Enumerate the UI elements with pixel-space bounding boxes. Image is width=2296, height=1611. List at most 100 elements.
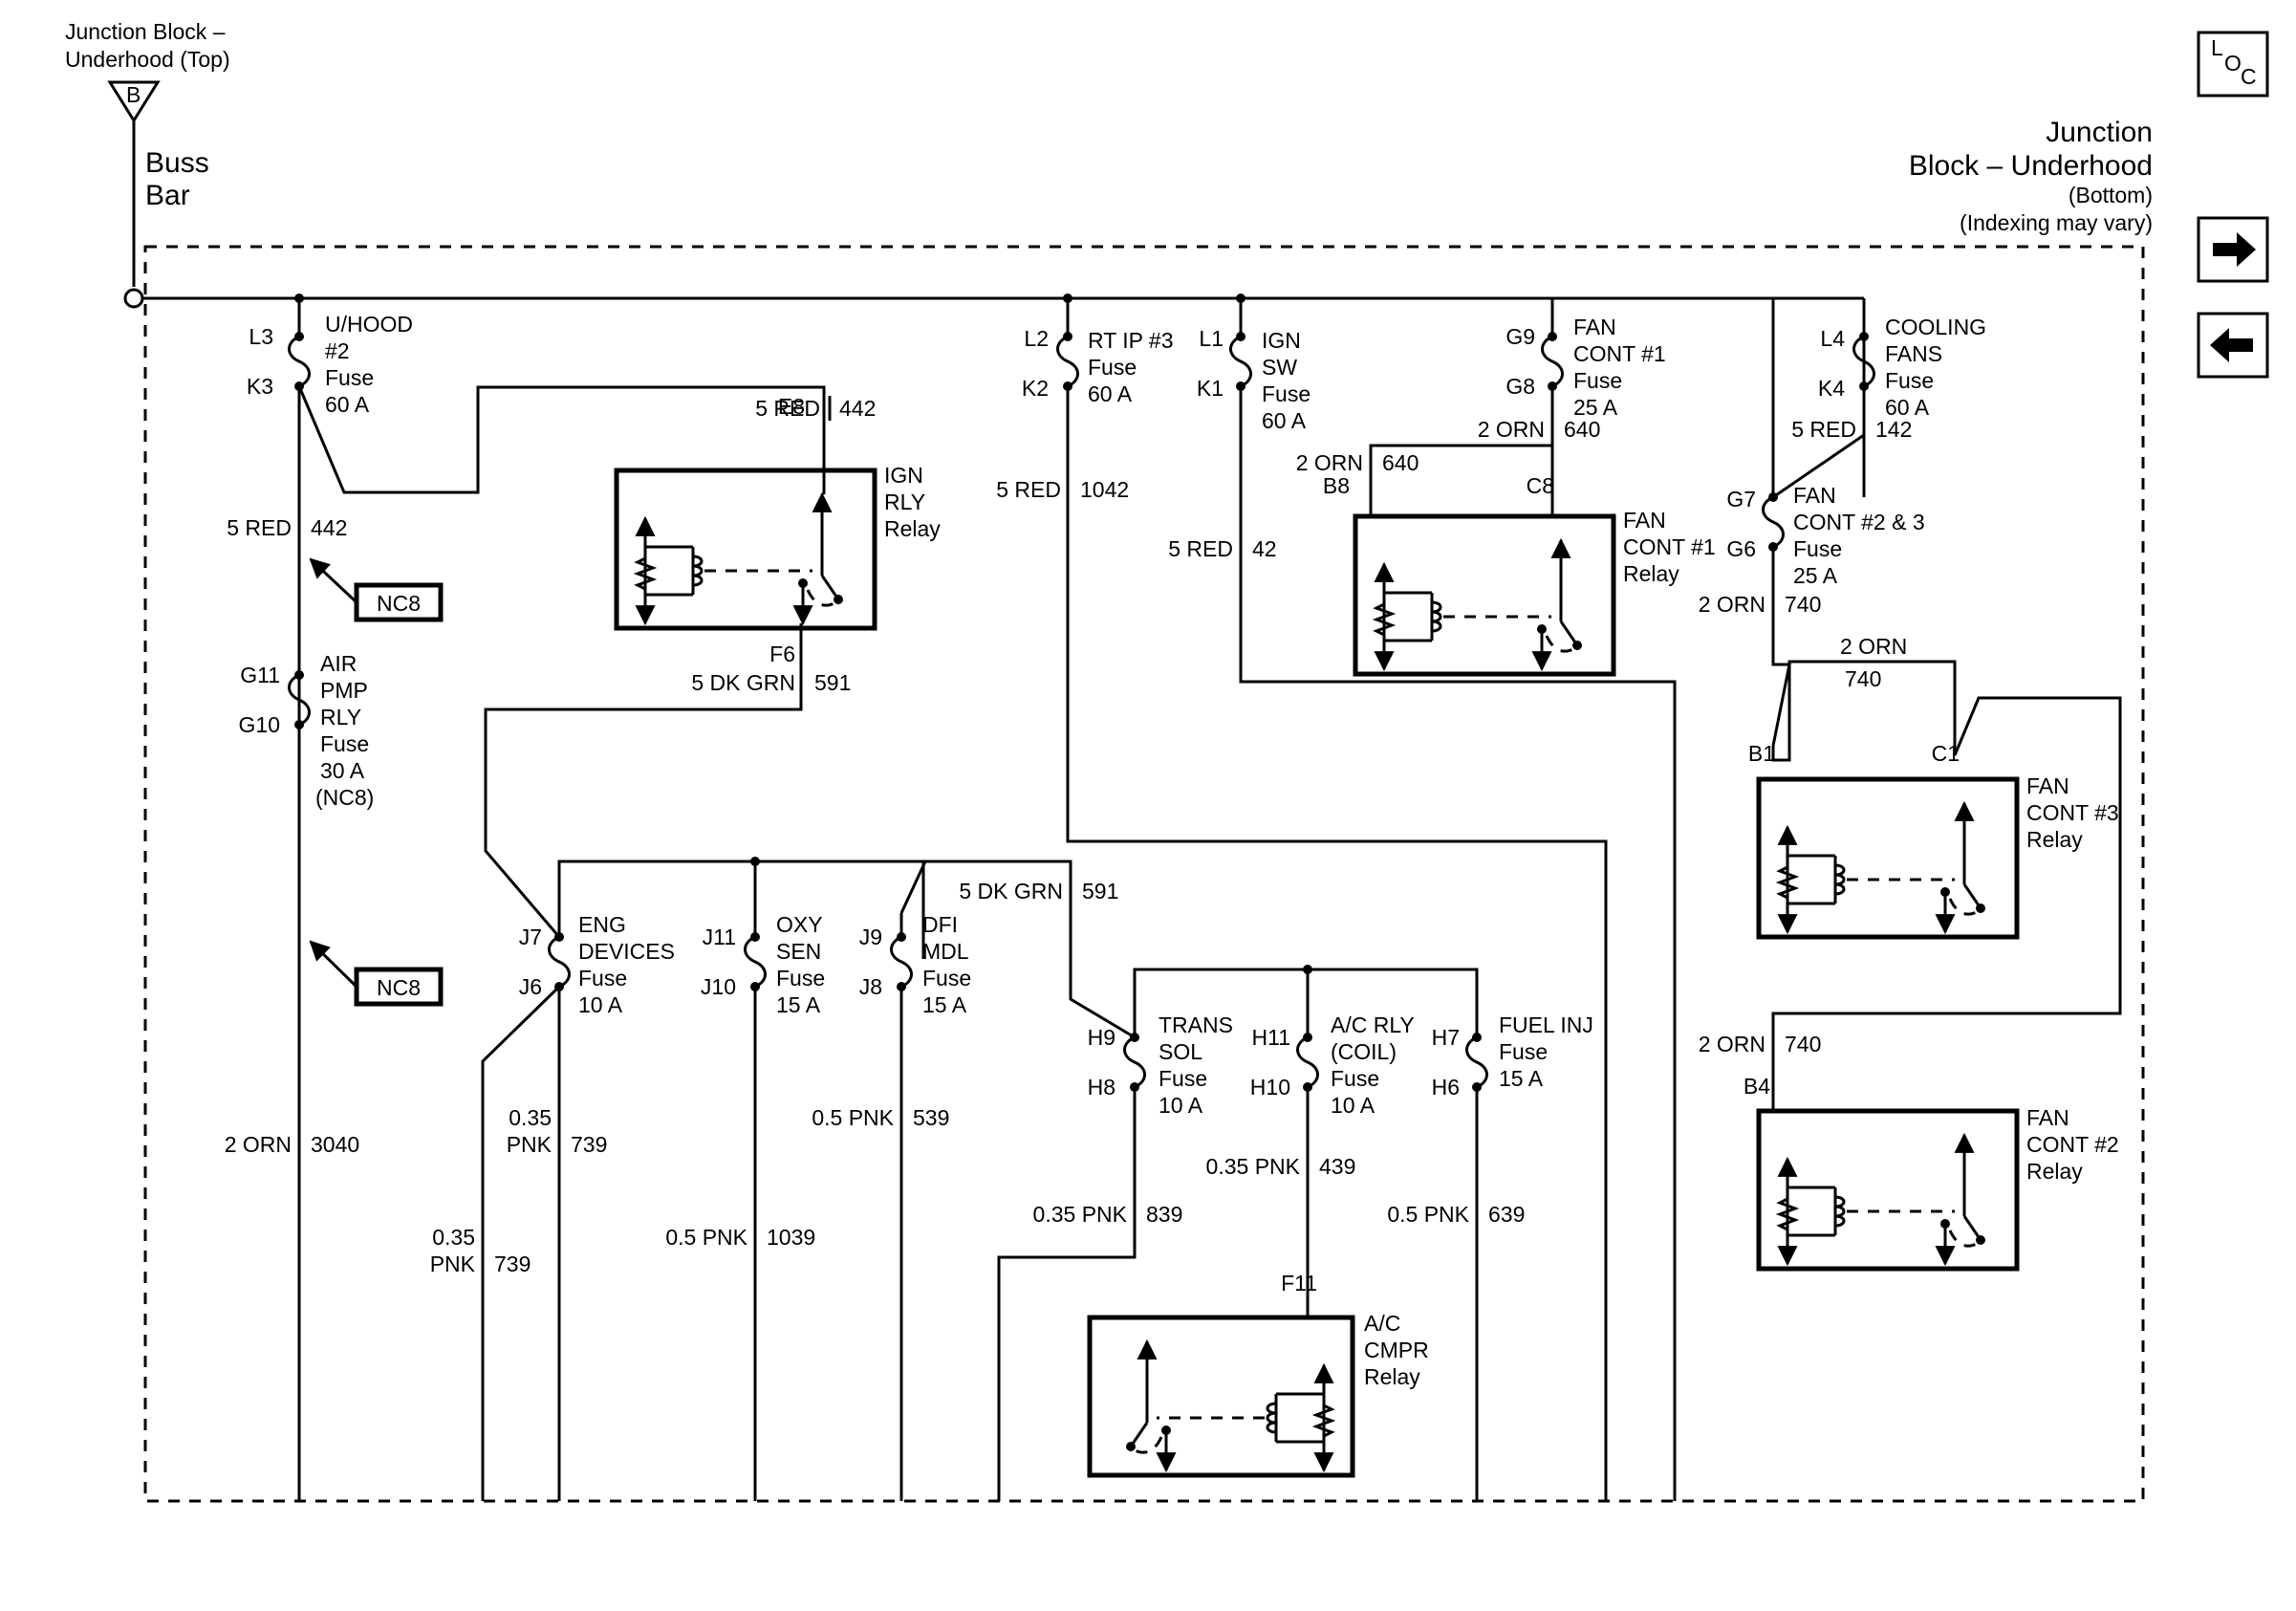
fuse-dfi-line1: DFI [922, 912, 958, 937]
wire-640-top-circuit: 640 [1564, 417, 1600, 442]
fuse-oxy-line2: SEN [776, 939, 821, 964]
fuse-ign-sw-line4: 60 A [1262, 408, 1307, 433]
relay-ac-cmpr: F11 A/C CMPR Relay [1087, 1271, 1429, 1478]
fuse-uhood-pin-out: K3 [247, 374, 273, 399]
relay-fc1-pin-right: C8 [1527, 473, 1554, 498]
wire-1039-gauge: 0.5 PNK [665, 1225, 747, 1250]
relay-fc1-line1: FAN [1623, 508, 1666, 533]
fuse-uhood-line3: Fuse [325, 365, 374, 390]
wire-839-circuit: 839 [1146, 1202, 1182, 1227]
next-page-arrow-icon[interactable] [2197, 216, 2269, 283]
wire-1042-gauge: 5 RED [996, 477, 1061, 502]
fuse-acrly-line2: (COIL) [1331, 1039, 1397, 1064]
wire-739b-circuit: 739 [494, 1252, 531, 1276]
fuse-eng-dev-line2: DEVICES [578, 939, 675, 964]
fuse-trans-pin-out: H8 [1088, 1075, 1116, 1099]
fuse-air-pmp-pin-out: G10 [239, 712, 280, 737]
relay-accmpr-line3: Relay [1364, 1364, 1420, 1389]
fuse-cooling-line2: FANS [1885, 341, 1942, 366]
fuse-cooling-pin-in: L4 [1820, 326, 1845, 351]
wire-539-circuit: 539 [913, 1105, 949, 1130]
fuse-fan-cont-1-pin-out: G8 [1505, 374, 1535, 399]
wire-740-b4-gauge: 2 ORN [1699, 1032, 1765, 1056]
relay-fc2-line1: FAN [2026, 1105, 2069, 1130]
nc8-callout-upper[interactable]: NC8 [309, 557, 444, 622]
fuse-trans-line3: Fuse [1159, 1066, 1207, 1091]
block-title-line4: (Indexing may vary) [1960, 210, 2153, 235]
fuse-ign-sw: L1 K1 IGN SW Fuse 60 A [1197, 326, 1310, 433]
wire-3040-circuit: 3040 [311, 1132, 359, 1157]
relay-ign-line2: RLY [884, 490, 925, 514]
fuse-rt-ip-pin-out: K2 [1022, 376, 1049, 401]
fuse-rt-ip-line2: Fuse [1088, 355, 1137, 380]
wire-591-f6-gauge: 5 DK GRN [691, 670, 795, 695]
location-icon-button[interactable]: L O C [2197, 31, 2269, 98]
wire-1039-circuit: 1039 [767, 1225, 815, 1250]
wire-442-mid-circuit: 442 [311, 515, 347, 540]
relay-accmpr-line1: A/C [1364, 1311, 1400, 1336]
wire-739b-gauge2: PNK [430, 1252, 476, 1276]
fuse-acrly-line3: Fuse [1331, 1066, 1379, 1091]
wire-3040-gauge: 2 ORN [225, 1132, 292, 1157]
fuse-air-pmp-line2: PMP [320, 678, 368, 703]
fuse-fan-cont-1-line4: 25 A [1573, 395, 1618, 420]
fuse-cooling-line1: COOLING [1885, 315, 1986, 339]
fuse-ign-sw-pin-out: K1 [1197, 376, 1224, 401]
wire-640-b8-gauge: 2 ORN [1296, 450, 1363, 475]
loc-letter-o: O [2224, 51, 2242, 76]
wire-142-gauge: 5 RED [1791, 417, 1856, 442]
fuse-trans-pin-in: H9 [1088, 1025, 1116, 1050]
relay-ign-rly: E8 F6 IGN RLY Relay [614, 394, 941, 666]
fuse-rt-ip-pin-in: L2 [1024, 326, 1049, 351]
fuse-dfi-line2: MDL [922, 939, 969, 964]
fuse-fan-cont-23-line4: 25 A [1793, 563, 1838, 588]
previous-page-arrow-icon[interactable] [2197, 312, 2269, 379]
nc8-upper-label: NC8 [377, 591, 421, 616]
fuse-oxy-line4: 15 A [776, 992, 821, 1017]
wire-740-top-circuit: 740 [1845, 666, 1881, 691]
fuse-air-pmp-line1: AIR [320, 651, 357, 676]
fuse-oxy-pin-out: J10 [701, 974, 736, 999]
relay-fan-cont-2: B4 FAN CONT #2 Relay [1744, 1074, 2119, 1272]
block-title-line3: (Bottom) [2069, 183, 2153, 207]
nc8-callout-lower[interactable]: NC8 [309, 940, 444, 1007]
source-title-line1: Junction Block – [65, 19, 226, 44]
wire-442-top-gauge: 5 RED [755, 396, 820, 421]
junction-block-outline [143, 245, 2145, 1503]
fuse-fan-cont-23-line3: Fuse [1793, 536, 1842, 561]
fuse-oxy-sen: J11 J10 OXY SEN Fuse 15 A [701, 912, 825, 1017]
fuse-acrly-line4: 10 A [1331, 1093, 1375, 1118]
fuse-air-pmp-pin-in: G11 [240, 663, 280, 687]
fuse-dfi-pin-in: J9 [859, 925, 882, 949]
fuse-fuelinj-pin-out: H6 [1432, 1075, 1460, 1099]
wire-639-circuit: 639 [1488, 1202, 1525, 1227]
relay-ign-line3: Relay [884, 516, 941, 541]
fuse-fuelinj-line2: Fuse [1499, 1039, 1548, 1064]
fuse-dfi-line4: 15 A [922, 992, 967, 1017]
wire-639-gauge: 0.5 PNK [1387, 1202, 1469, 1227]
wire-591-j9-gauge: 5 DK GRN [959, 879, 1063, 903]
fuse-air-pmp-line4: Fuse [320, 731, 369, 756]
fuse-fan-cont-2-3: G7 G6 FAN CONT #2 & 3 Fuse 25 A [1726, 483, 1924, 588]
relay-fc2-pin-left: B4 [1744, 1074, 1770, 1099]
wire-591-j9-circuit: 591 [1082, 879, 1118, 903]
fuse-fuelinj-line1: FUEL INJ [1499, 1012, 1593, 1037]
fuse-fan-cont-23-line1: FAN [1793, 483, 1836, 508]
fuse-uhood-line2: #2 [325, 338, 350, 363]
fuse-oxy-line3: Fuse [776, 966, 825, 991]
fuse-air-pmp-line3: RLY [320, 705, 361, 729]
wire-839-gauge: 0.35 PNK [1033, 1202, 1128, 1227]
fuse-ac-rly-coil: H11 H10 A/C RLY (COIL) Fuse 10 A [1250, 1012, 1415, 1118]
relay-ign-pin-top: E8 [778, 394, 805, 419]
fuse-acrly-line1: A/C RLY [1331, 1012, 1415, 1037]
relay-fc1-pin-left: B8 [1323, 473, 1350, 498]
wire-439-circuit: 439 [1319, 1154, 1355, 1179]
wire-739a-circuit: 739 [571, 1132, 607, 1157]
fuse-air-pmp-line6: (NC8) [315, 785, 374, 810]
wire-labels: 5 RED 442 5 RED 442 5 RED 1042 5 RED 42 … [225, 396, 1912, 1276]
wire-739a-gauge2: PNK [507, 1132, 552, 1157]
relay-fc3-pin-left: B1 [1748, 741, 1775, 766]
fuse-uhood-line1: U/HOOD [325, 312, 413, 337]
relay-fc1-line3: Relay [1623, 561, 1679, 586]
fuse-cooling-pin-out: K4 [1818, 376, 1845, 401]
